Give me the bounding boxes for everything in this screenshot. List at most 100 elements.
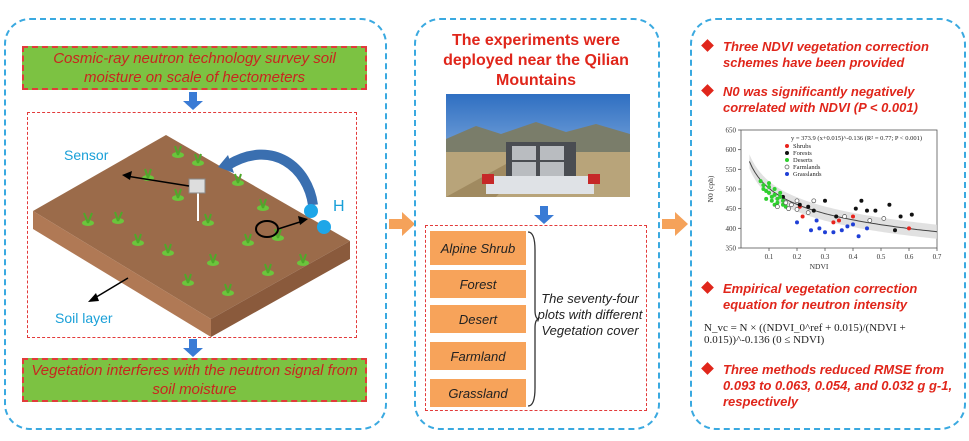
data-point-grasslands <box>865 226 869 231</box>
data-point-forests <box>873 208 878 213</box>
data-point-farmlands <box>786 206 791 212</box>
legend-marker-farmlands <box>784 164 790 170</box>
data-point-grasslands <box>856 234 861 239</box>
legend-label-grasslands: Grasslands <box>793 171 822 178</box>
x-tick-label: 0.7 <box>933 253 942 261</box>
right-panel <box>690 18 966 430</box>
left-panel <box>4 18 387 430</box>
x-tick-label: 0.4 <box>849 253 858 261</box>
data-point-grasslands <box>795 220 799 225</box>
data-point-farmlands <box>775 204 780 210</box>
data-point-forests <box>834 214 839 219</box>
y-tick-label: 400 <box>726 225 737 233</box>
data-point-forests <box>781 194 785 199</box>
data-point-farmlands <box>783 200 789 206</box>
legend-label-farmlands: Farmlands <box>793 164 821 171</box>
data-point-forests <box>893 228 897 233</box>
legend-label-deserts: Deserts <box>793 157 813 164</box>
data-point-grasslands <box>831 230 836 235</box>
data-point-farmlands <box>789 202 794 208</box>
x-tick-label: 0.3 <box>821 253 830 261</box>
data-point-forests <box>887 202 892 207</box>
data-point-grasslands <box>845 224 850 229</box>
bullet-equation-intro: Empirical vegetation correction equation… <box>701 281 958 313</box>
y-tick-label: 600 <box>726 146 737 154</box>
data-point-forests <box>806 204 811 209</box>
correction-equation: N_vc = N × ((NDVI_0^ref + 0.015)/(NDVI +… <box>704 322 906 346</box>
y-tick-label: 550 <box>726 166 737 174</box>
vegetation-frame <box>425 225 647 411</box>
data-point-deserts <box>772 187 777 191</box>
x-tick-label: 0.5 <box>877 253 886 261</box>
legend-marker-shrubs <box>785 144 789 148</box>
cosmic-ray-title-box: Cosmic-ray neutron technology survey soi… <box>22 46 367 90</box>
x-axis-label: NDVI <box>810 262 829 270</box>
y-tick-label: 450 <box>726 205 737 213</box>
sensor-label: Sensor <box>64 147 109 163</box>
x-tick-label: 0.6 <box>905 253 914 261</box>
data-point-deserts <box>767 190 771 195</box>
field-photo <box>446 94 630 197</box>
data-point-farmlands <box>881 216 887 221</box>
bullet-schemes: Three NDVI vegetation correction schemes… <box>701 39 958 71</box>
data-point-deserts <box>758 179 763 184</box>
data-point-deserts <box>761 183 766 188</box>
data-point-grasslands <box>817 226 822 231</box>
bullet-rmse: Three methods reduced RMSE from 0.093 to… <box>701 362 958 410</box>
confidence-band <box>749 154 937 239</box>
data-point-forests <box>823 198 827 203</box>
data-point-grasslands <box>839 228 844 233</box>
veg-type-grassland: Grassland <box>430 379 526 407</box>
down-arrow-icon <box>183 339 203 357</box>
brace-icon <box>527 231 540 407</box>
right-arrow-icon <box>662 212 688 236</box>
y-tick-label: 650 <box>726 127 737 135</box>
data-point-forests <box>859 198 864 203</box>
data-point-deserts <box>761 187 766 191</box>
experiments-title: The experiments were deployed near the Q… <box>443 32 629 89</box>
down-arrow-icon <box>534 206 554 224</box>
data-point-deserts <box>769 194 774 199</box>
veg-type-forest: Forest <box>430 270 526 298</box>
y-axis-label: N0 (cph) <box>706 175 715 202</box>
data-point-forests <box>797 202 802 207</box>
right-arrow-icon <box>389 212 415 236</box>
data-point-forests <box>853 206 858 211</box>
data-point-farmlands <box>867 218 873 223</box>
data-point-farmlands <box>842 214 847 219</box>
data-point-grasslands <box>851 222 855 227</box>
data-point-forests <box>898 214 903 219</box>
data-point-shrubs <box>851 214 855 219</box>
data-point-shrubs <box>831 220 836 225</box>
veg-type-alpine-shrub: Alpine Shrub <box>430 231 526 265</box>
data-point-farmlands <box>805 210 811 215</box>
data-point-forests <box>909 212 914 217</box>
data-point-deserts <box>764 188 769 193</box>
data-point-deserts <box>772 192 777 197</box>
soil-block-illustration <box>33 135 350 337</box>
legend-marker-deserts <box>785 158 789 162</box>
legend-marker-grasslands <box>785 172 789 176</box>
data-point-shrubs <box>837 218 841 223</box>
legend-marker-forests <box>785 151 789 155</box>
data-point-grasslands <box>823 230 827 235</box>
h-label: H <box>333 198 345 215</box>
x-tick-label: 0.1 <box>765 253 774 261</box>
data-point-deserts <box>764 196 769 201</box>
bullet-correlation: N0 was significantly negatively correlat… <box>701 84 958 116</box>
data-point-deserts <box>775 200 780 205</box>
data-point-forests <box>865 208 869 213</box>
veg-type-farmland: Farmland <box>430 342 526 370</box>
veg-type-desert: Desert <box>430 305 526 333</box>
fit-equation-label: y = 373.9 (x+0.015)^-0.136 (R² = 0.77; P… <box>791 135 922 142</box>
data-point-farmlands <box>811 198 817 204</box>
middle-panel <box>414 18 660 430</box>
data-point-deserts <box>767 185 771 190</box>
soil-figure-frame <box>27 112 357 338</box>
data-point-grasslands <box>814 218 819 223</box>
data-point-deserts <box>767 181 771 186</box>
y-tick-label: 500 <box>726 186 737 194</box>
data-point-deserts <box>775 196 780 201</box>
legend-label-forests: Forests <box>793 150 812 157</box>
